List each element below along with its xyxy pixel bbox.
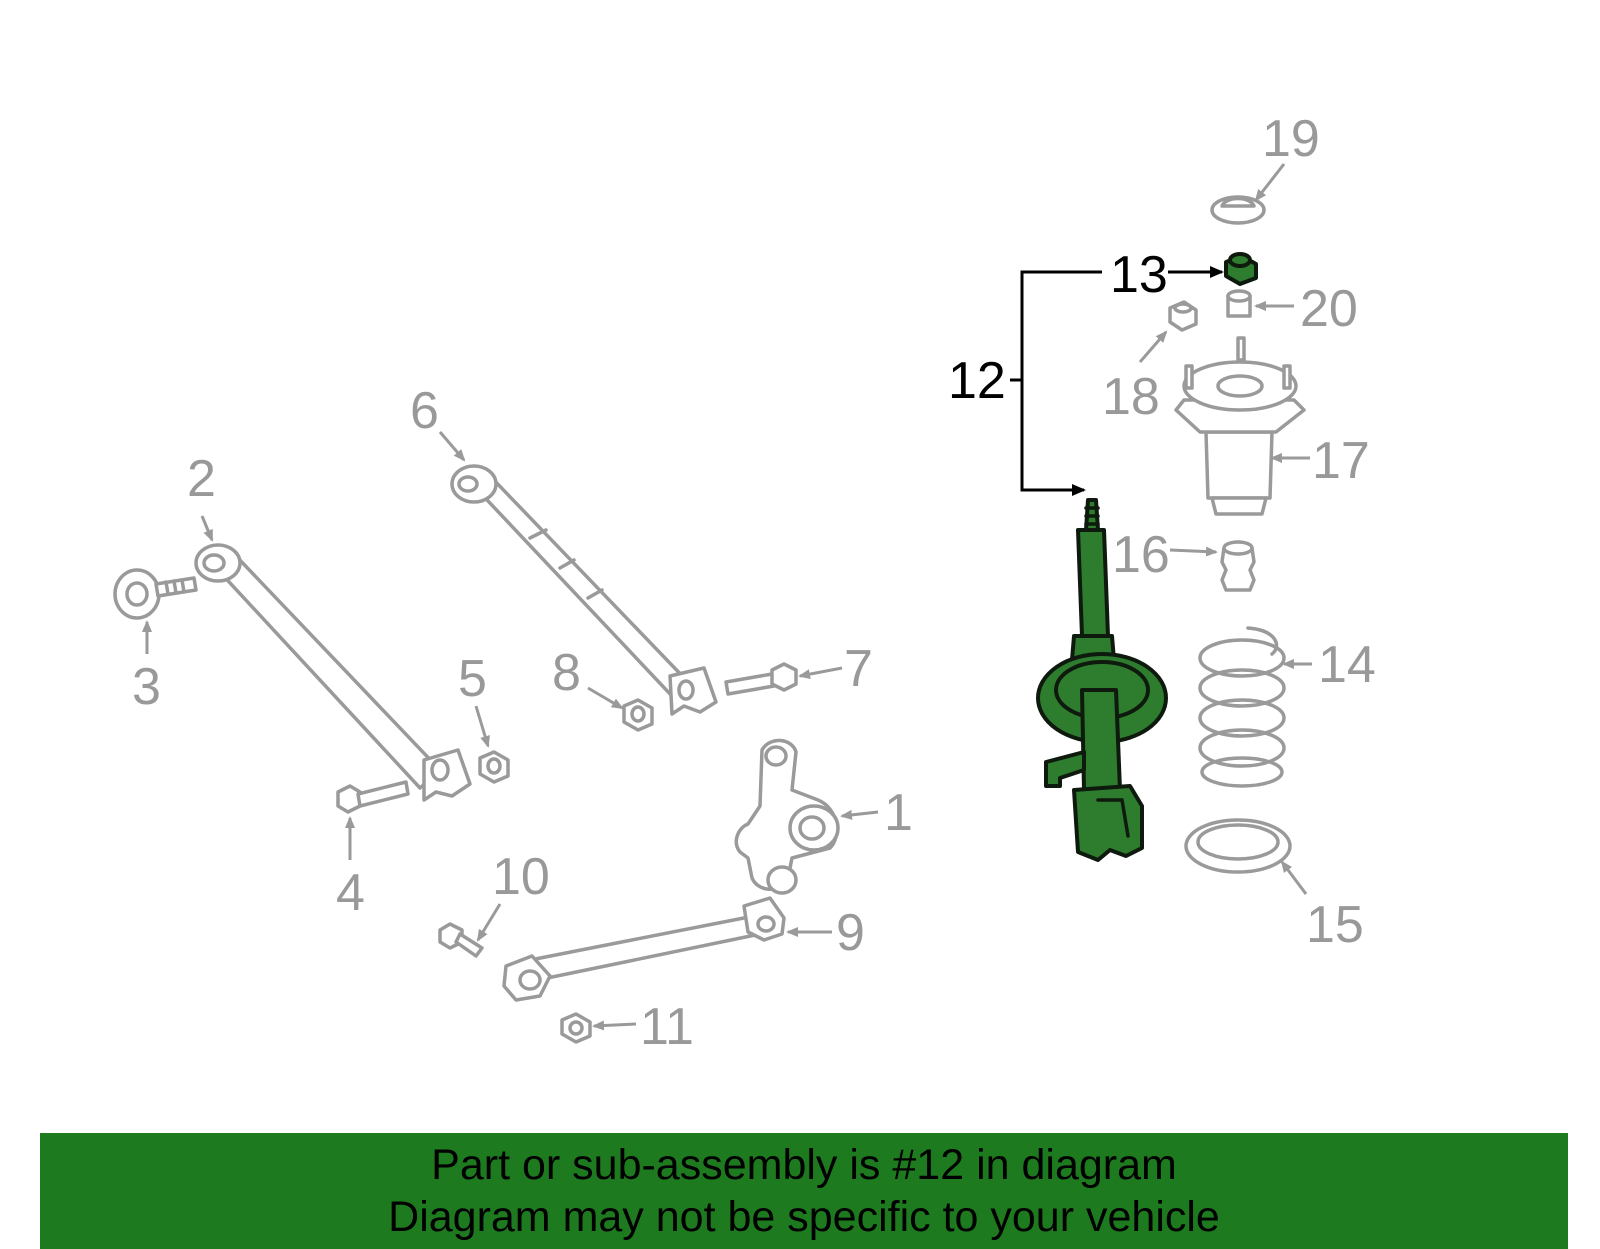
banner-line-1: Part or sub-assembly is #12 in diagram [431,1141,1177,1189]
leader-lines [142,163,1312,1031]
part-20-collar[interactable] [1226,289,1252,318]
callout-18: 18 [1102,368,1160,426]
part-17-strut-mount[interactable] [1174,336,1306,516]
callout-1: 1 [884,784,913,842]
callout-5: 5 [458,650,487,708]
part-19-dust-cap[interactable] [1210,195,1266,225]
part-7-bolt[interactable] [724,662,798,696]
part-18-nut[interactable] [1168,300,1198,332]
callout-4: 4 [336,864,365,922]
part-10-bolt[interactable] [438,922,484,958]
part-8-nut[interactable] [622,698,654,732]
callout-17: 17 [1312,432,1370,490]
callout-10: 10 [492,848,550,906]
callout-15: 15 [1306,896,1364,954]
callout-20: 20 [1300,280,1358,338]
part-11-nut[interactable] [560,1012,592,1044]
part-15-spring-insulator[interactable] [1184,818,1292,874]
callout-19: 19 [1262,110,1320,168]
callout-3: 3 [132,658,161,716]
callout-16: 16 [1112,526,1170,584]
callout-13: 13 [1110,246,1168,304]
callout-6: 6 [410,382,439,440]
part-2-lateral-arm[interactable] [194,543,472,802]
part-6-toe-link[interactable] [450,464,718,716]
callout-2: 2 [187,450,216,508]
part-14-coil-spring[interactable] [1198,626,1286,788]
part-5-nut[interactable] [478,750,510,784]
callout-8: 8 [552,644,581,702]
part-16-bump-stop[interactable] [1220,540,1256,592]
callout-7: 7 [844,640,873,698]
part-9-trailing-arm[interactable] [502,896,786,1002]
callout-11: 11 [640,998,694,1056]
callout-9: 9 [836,904,865,962]
part-12-strut-assembly[interactable] [1036,498,1168,862]
callout-12: 12 [948,352,1006,410]
info-banner: Part or sub-assembly is #12 in diagram D… [40,1133,1568,1249]
part-4-bolt[interactable] [336,780,410,814]
callout-labels: 2 3 4 5 6 7 8 1 9 10 11 12 13 14 15 16 1… [132,110,1376,1056]
part-1-knuckle[interactable] [734,738,840,895]
callout-14: 14 [1318,636,1376,694]
part-3-cam-bolt[interactable] [113,568,198,620]
banner-line-2: Diagram may not be specific to your vehi… [388,1193,1220,1241]
part-13-nut[interactable] [1224,252,1258,286]
